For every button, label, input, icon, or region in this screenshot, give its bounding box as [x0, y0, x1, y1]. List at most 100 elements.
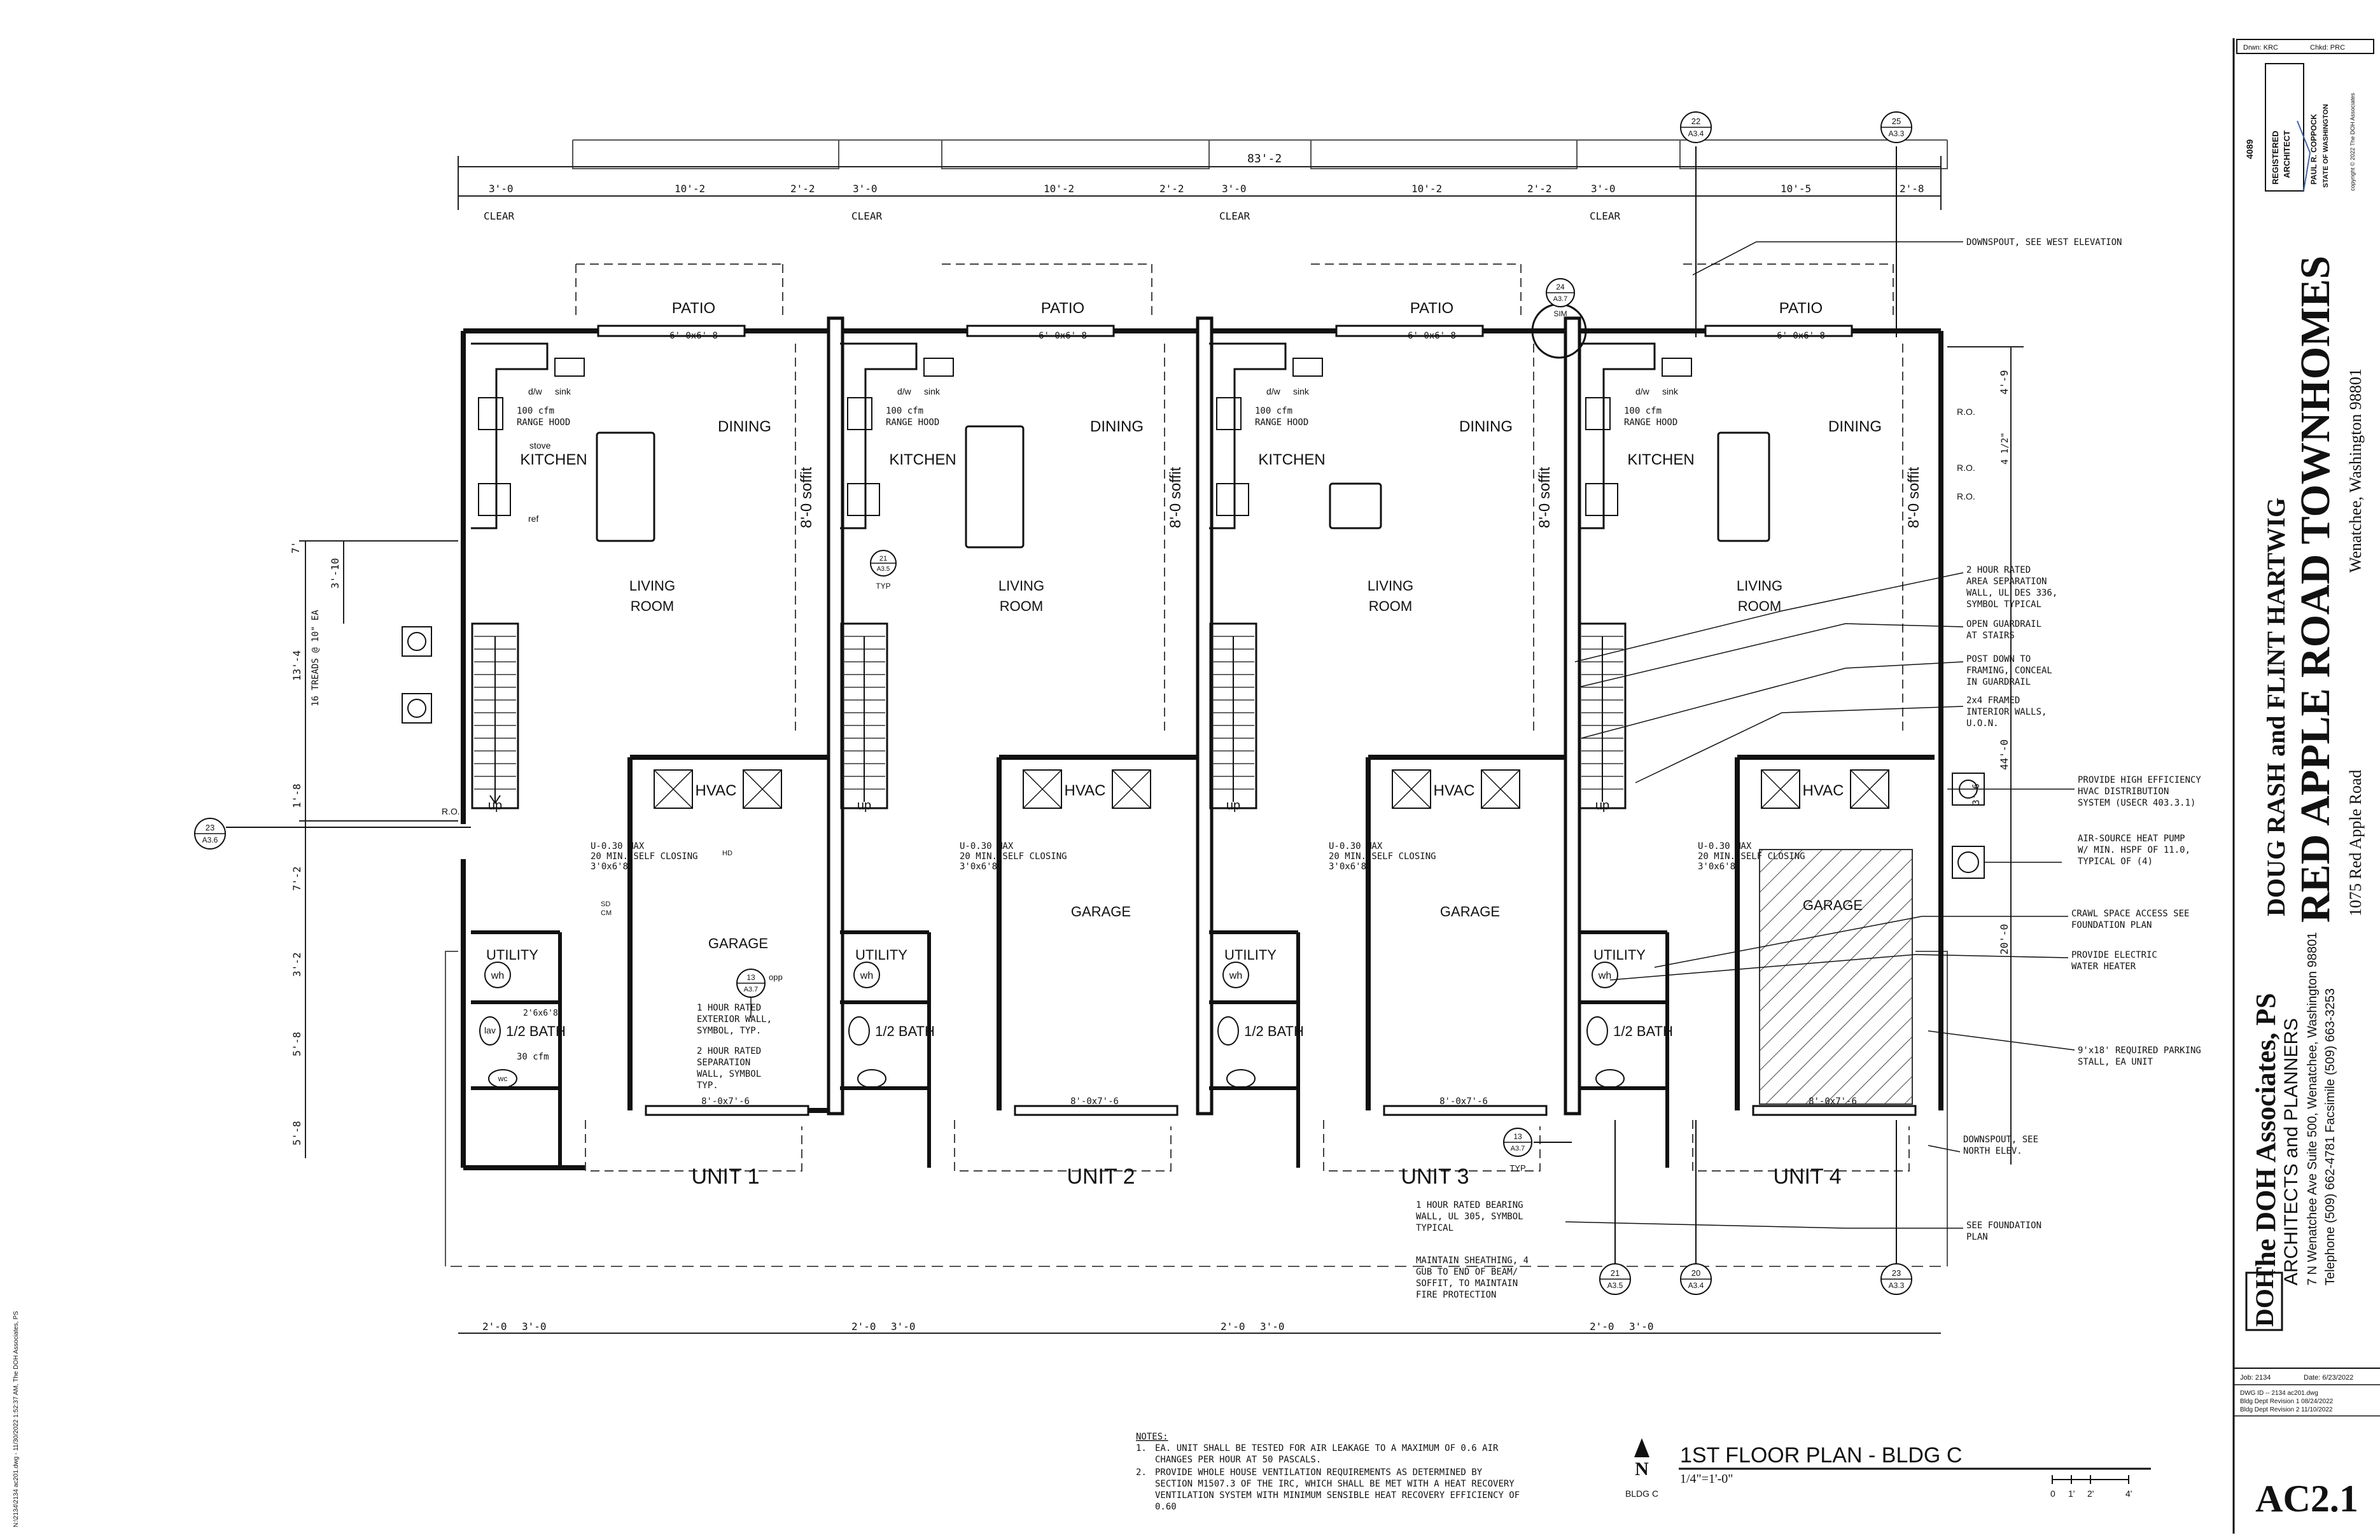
- svg-text:2'-2: 2'-2: [1527, 183, 1552, 195]
- svg-text:21: 21: [879, 555, 887, 563]
- svg-text:8'-0 soffit: 8'-0 soffit: [1905, 466, 1922, 528]
- svg-text:PATIO: PATIO: [672, 300, 715, 317]
- svg-text:wh: wh: [1598, 970, 1611, 981]
- svg-text:stove: stove: [529, 440, 551, 451]
- svg-text:1ST FLOOR PLAN - BLDG C: 1ST FLOOR PLAN - BLDG C: [1680, 1443, 1962, 1467]
- svg-text:4'-9: 4'-9: [1998, 370, 2010, 395]
- svg-text:DINING: DINING: [718, 418, 771, 435]
- margin-path: N:\2134\2134 ac201.dwg - 11/30/2022 1:52…: [13, 1311, 20, 1527]
- svg-text:1/2 BATH: 1/2 BATH: [1613, 1023, 1673, 1039]
- svg-text:STATE OF WASHINGTON: STATE OF WASHINGTON: [2322, 104, 2330, 188]
- svg-text:HVAC: HVAC: [1434, 782, 1475, 799]
- svg-text:3'-0: 3'-0: [1629, 1320, 1654, 1333]
- svg-text:2 HOUR RATED: 2 HOUR RATED: [697, 1046, 761, 1056]
- svg-text:10'-2: 10'-2: [675, 183, 705, 195]
- svg-text:up: up: [1595, 799, 1609, 813]
- svg-text:FIRE PROTECTION: FIRE PROTECTION: [1416, 1290, 1496, 1300]
- room-labels-u2: PATIO DINING KITCHEN LIVING ROOM HVAC GA…: [855, 300, 1184, 1189]
- svg-text:DINING: DINING: [1828, 418, 1882, 435]
- kitchen-counter: [471, 342, 549, 529]
- svg-text:Job: 2134: Job: 2134: [2240, 1374, 2271, 1382]
- bubble-20-bottom: 20 A3.4: [1680, 1120, 1712, 1295]
- svg-text:SEE FOUNDATION: SEE FOUNDATION: [1966, 1221, 2041, 1231]
- svg-text:CLEAR: CLEAR: [851, 210, 883, 222]
- svg-text:EXTERIOR WALL,: EXTERIOR WALL,: [697, 1014, 772, 1025]
- svg-text:Drwn: KRC: Drwn: KRC: [2243, 44, 2278, 52]
- stair: [471, 622, 519, 809]
- svg-text:POST DOWN TO: POST DOWN TO: [1966, 654, 2031, 664]
- svg-text:Chkd: PRC: Chkd: PRC: [2310, 44, 2345, 52]
- svg-text:3'0x6'8: 3'0x6'8: [1698, 862, 1735, 872]
- svg-text:SEPARATION: SEPARATION: [697, 1058, 750, 1068]
- parking-stall: [1759, 849, 1913, 1105]
- svg-text:VENTILATION SYSTEM WITH MINIMU: VENTILATION SYSTEM WITH MINIMUM SENSIBLE…: [1155, 1490, 1520, 1501]
- svg-text:16 TREADS @ 10" EA: 16 TREADS @ 10" EA: [311, 610, 321, 706]
- svg-text:PATIO: PATIO: [1041, 300, 1084, 317]
- svg-text:RANGE HOOD: RANGE HOOD: [517, 417, 570, 428]
- svg-text:STALL, EA UNIT: STALL, EA UNIT: [2078, 1057, 2153, 1067]
- svg-text:3'-0: 3'-0: [489, 183, 514, 195]
- svg-text:10'-2: 10'-2: [1411, 183, 1442, 195]
- plan-title: N BLDG C 1ST FLOOR PLAN - BLDG C 1/4"=1'…: [1625, 1438, 2151, 1499]
- svg-text:20 MIN. SELF CLOSING: 20 MIN. SELF CLOSING: [1329, 851, 1436, 862]
- svg-text:8'-0x7'-6: 8'-0x7'-6: [1439, 1096, 1488, 1107]
- svg-text:PAUL R. COPPOCK: PAUL R. COPPOCK: [2309, 114, 2318, 185]
- svg-text:BLDG C: BLDG C: [1625, 1488, 1658, 1499]
- svg-text:A3.3: A3.3: [1889, 129, 1905, 138]
- svg-text:R.O.: R.O.: [442, 806, 460, 816]
- svg-text:ROOM: ROOM: [1369, 598, 1412, 614]
- svg-text:13: 13: [1513, 1132, 1522, 1141]
- bottom-dim-text: 2'-0 3'-0 2'-0 3'-0 2'-0 3'-0 2'-0 3'-0: [482, 1320, 1654, 1333]
- svg-text:DWG ID -- 2134 ac201.dwg: DWG ID -- 2134 ac201.dwg: [2240, 1390, 2318, 1397]
- fixture-labels-u4: d/w sink 100 cfm RANGE HOOD up wh 6'-0x6…: [1595, 331, 1975, 1107]
- svg-text:22: 22: [1691, 116, 1700, 126]
- svg-text:lav: lav: [484, 1025, 496, 1035]
- kitchen-island: [596, 431, 655, 542]
- svg-text:1 HOUR RATED BEARING: 1 HOUR RATED BEARING: [1416, 1200, 1523, 1210]
- unit-label: UNIT 2: [1067, 1165, 1135, 1189]
- svg-text:2'-0: 2'-0: [1221, 1320, 1245, 1333]
- top-dims-u3: 3'-0 10'-2 2'-2 CLEAR: [1219, 183, 1552, 222]
- firm-name: The DOH Associates, PS: [2250, 993, 2281, 1285]
- svg-text:U-0.30 MAX: U-0.30 MAX: [1698, 841, 1752, 851]
- callout-leaders: [750, 241, 2075, 1229]
- svg-text:3'0x6'8: 3'0x6'8: [960, 862, 997, 872]
- svg-text:A3.7: A3.7: [1553, 295, 1568, 303]
- svg-text:Bldg Dept Revision 1 08/24/2: Bldg Dept Revision 1 08/24/2022: [2240, 1398, 2334, 1405]
- firm-logo: DOH: [2245, 1269, 2283, 1331]
- patio-dashed: [575, 263, 1894, 318]
- party-walls: [827, 316, 1581, 1116]
- svg-text:DINING: DINING: [1090, 418, 1144, 435]
- svg-text:d/w: d/w: [1266, 386, 1281, 396]
- unit-4: [1578, 325, 1935, 1172]
- svg-text:A3.3: A3.3: [1889, 1281, 1905, 1290]
- svg-text:6'-0x6'-8: 6'-0x6'-8: [669, 331, 718, 341]
- svg-text:2 HOUR RATED: 2 HOUR RATED: [1966, 565, 2031, 575]
- svg-text:2'-0: 2'-0: [851, 1320, 876, 1333]
- svg-text:CHANGES PER HOUR AT 50 PASCALS: CHANGES PER HOUR AT 50 PASCALS.: [1155, 1455, 1321, 1465]
- svg-text:wh: wh: [491, 970, 504, 981]
- unit-3: [1209, 325, 1565, 1172]
- svg-text:SYMBOL, TYP.: SYMBOL, TYP.: [697, 1026, 761, 1036]
- bubble-13-typ: 13 A3.7 TYP: [1503, 1128, 1572, 1173]
- svg-text:REGISTERED: REGISTERED: [2271, 130, 2280, 185]
- callouts-right: DOWNSPOUT, SEE WEST ELEVATION 2 HOUR RAT…: [1963, 237, 2201, 1242]
- svg-text:up: up: [857, 799, 871, 813]
- svg-text:3'0x6'8: 3'0x6'8: [1329, 862, 1366, 872]
- svg-text:sink: sink: [1293, 386, 1310, 396]
- title-block: Drwn: KRC Chkd: PRC REGISTERED ARCHITECT…: [2232, 38, 2380, 1534]
- svg-text:6'-0x6'-8: 6'-0x6'-8: [1408, 331, 1456, 341]
- svg-text:HVAC: HVAC: [696, 782, 737, 799]
- heat-pumps: [402, 626, 1985, 879]
- svg-text:1.: 1.: [1136, 1443, 1147, 1453]
- svg-text:3'-0: 3'-0: [1222, 183, 1247, 195]
- svg-text:wh: wh: [860, 970, 873, 981]
- top-dimensions: [458, 156, 1942, 210]
- svg-text:10'-5: 10'-5: [1781, 183, 1811, 195]
- svg-text:3'-2: 3'-2: [291, 952, 303, 977]
- svg-text:3'-0: 3'-0: [853, 183, 878, 195]
- top-dims-u2: 3'-0 10'-2 2'-2 CLEAR: [851, 183, 1184, 222]
- svg-text:ref: ref: [528, 514, 538, 524]
- svg-text:TYPICAL: TYPICAL: [1416, 1223, 1453, 1233]
- bubble-21-typ: 21 A3.5 TYP: [870, 550, 897, 591]
